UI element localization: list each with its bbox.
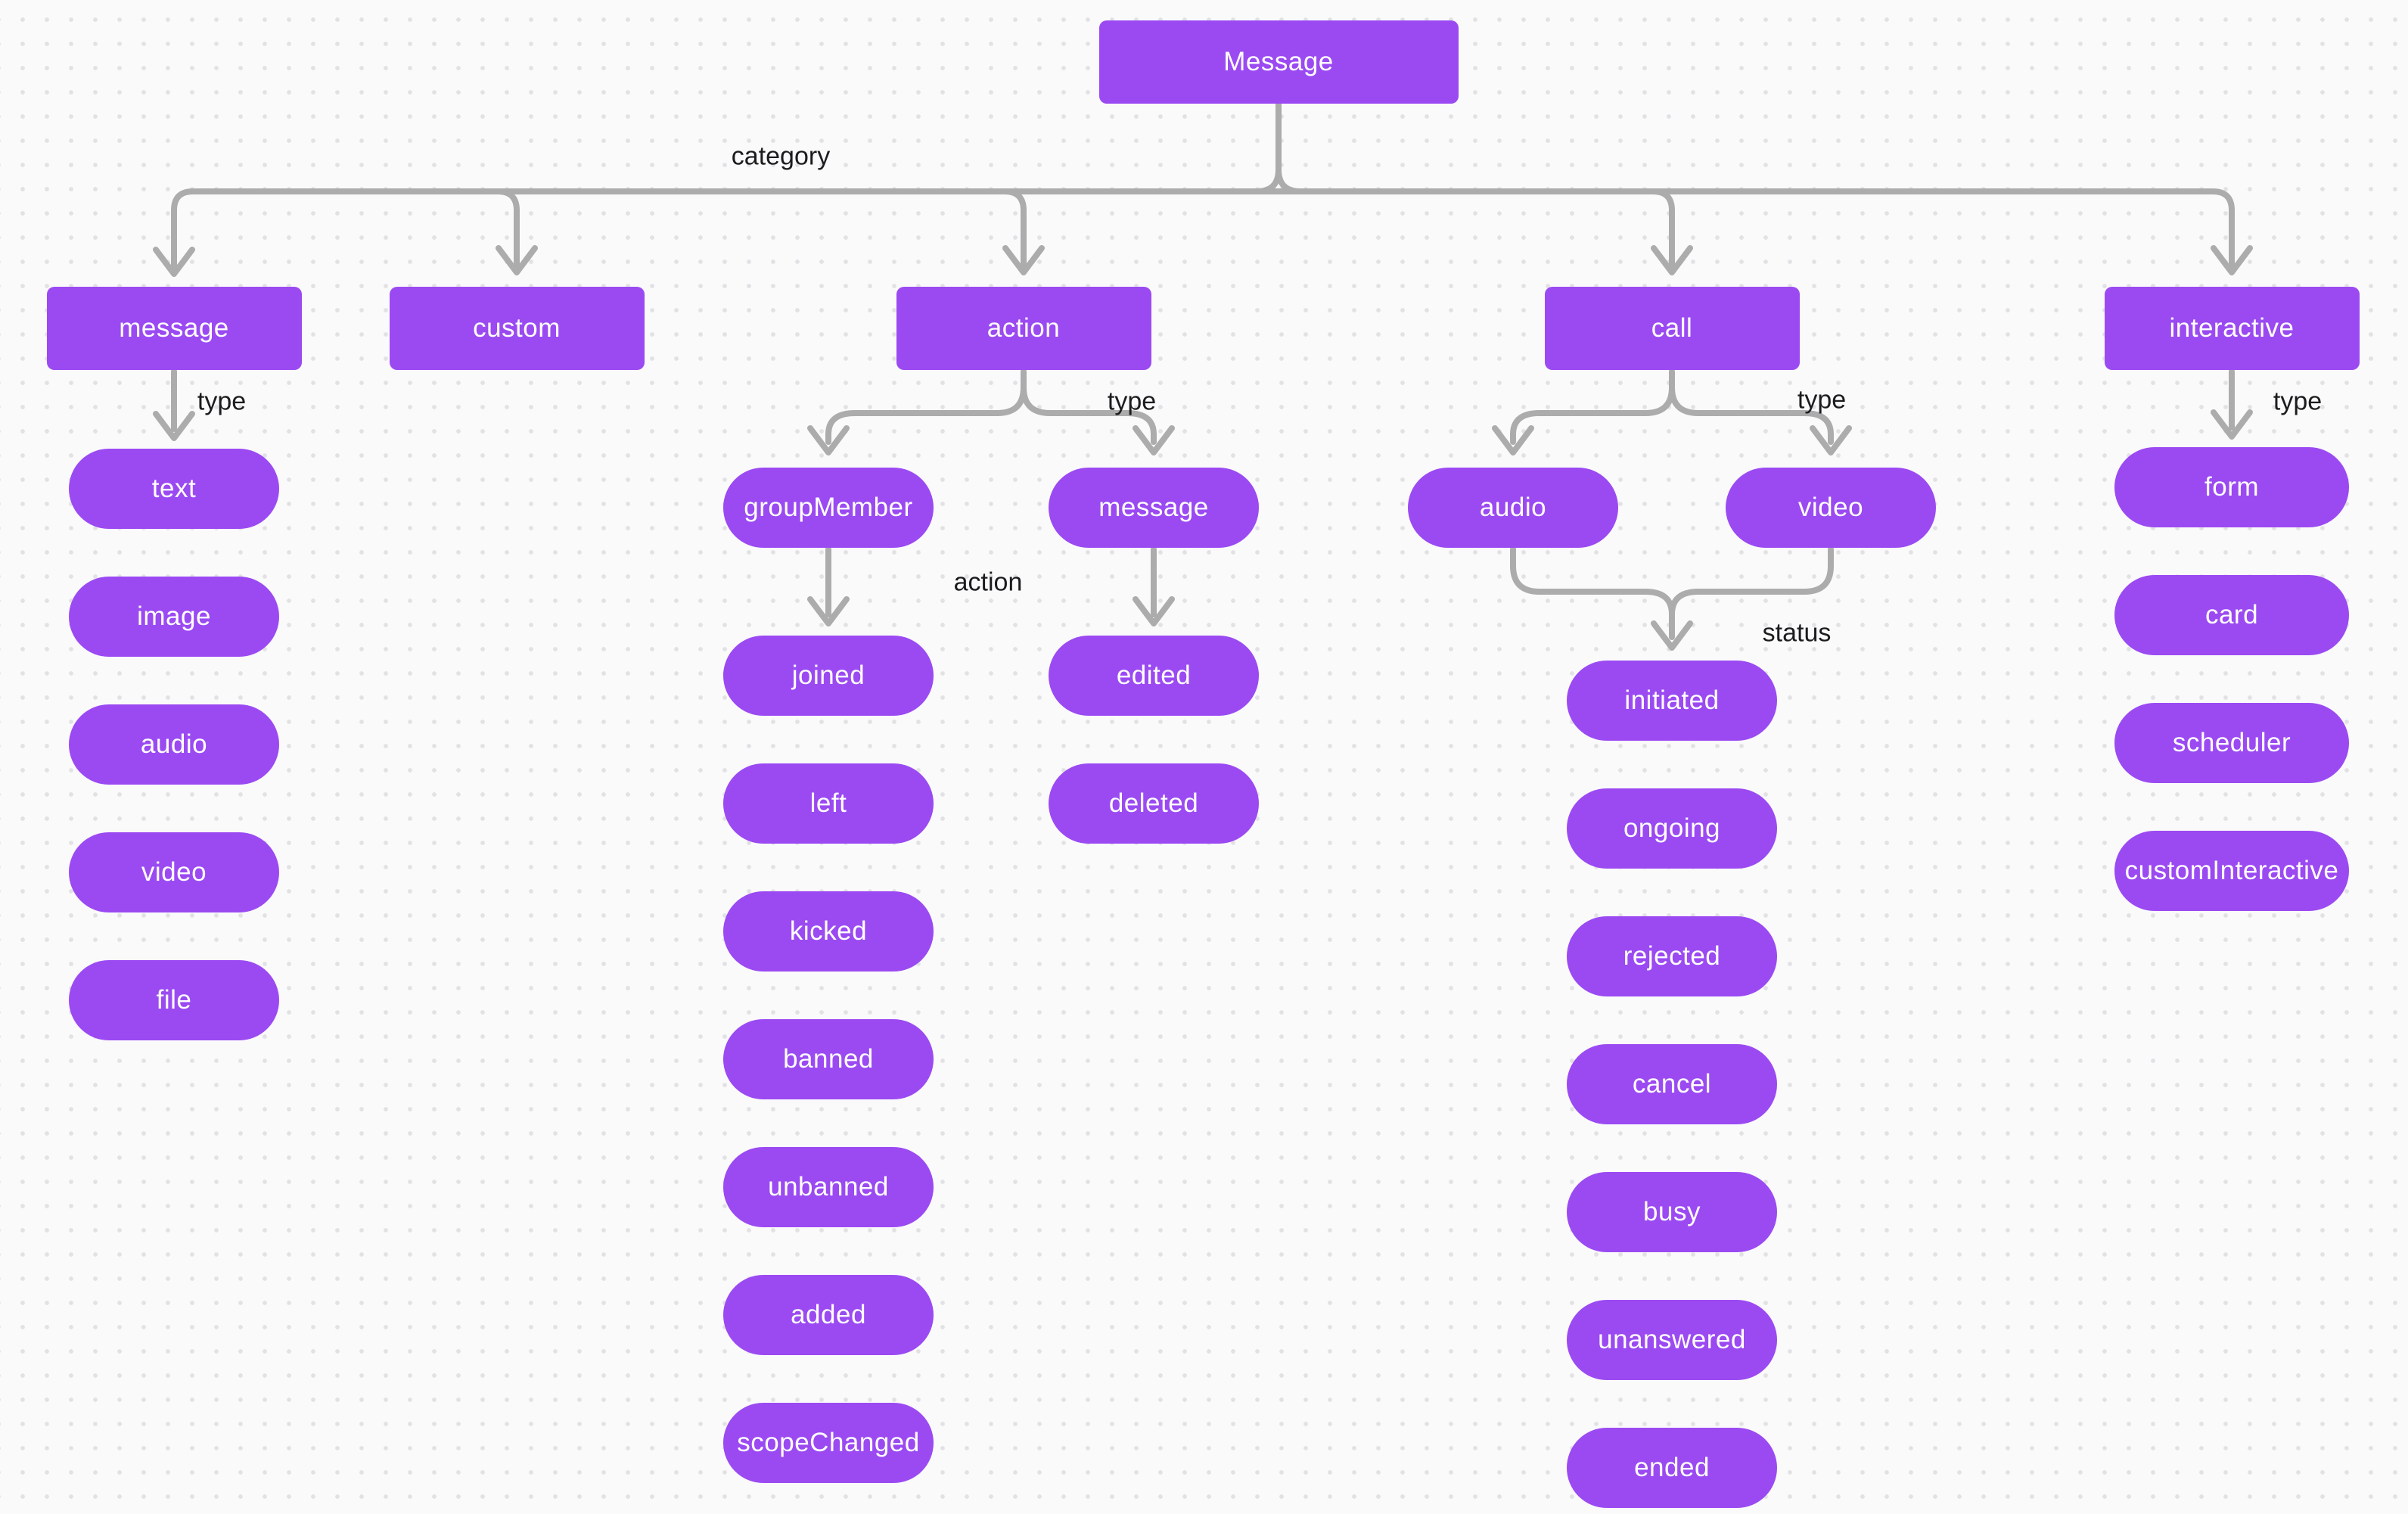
node-label-am-deleted: deleted xyxy=(1108,788,1199,818)
node-label-msg-image: image xyxy=(137,602,211,631)
node-label-cat-interactive: interactive xyxy=(2169,313,2295,343)
edge-label-action[interactable]: action xyxy=(953,567,1023,597)
node-act-message[interactable]: message xyxy=(1049,468,1259,548)
edge-action-split-right xyxy=(1021,384,1175,455)
node-label-st-ended: ended xyxy=(1634,1453,1710,1482)
edge-merge-to-initiated xyxy=(1651,611,1693,651)
node-am-edited[interactable]: edited xyxy=(1049,636,1259,716)
node-label-act-message: message xyxy=(1098,493,1209,522)
node-cat-message[interactable]: message xyxy=(46,287,302,370)
node-label-st-ongoing: ongoing xyxy=(1623,813,1721,843)
node-label-cat-call: call xyxy=(1651,313,1693,343)
node-label-msg-file: file xyxy=(156,985,192,1015)
node-int-card[interactable]: card xyxy=(2114,575,2349,655)
node-gm-added[interactable]: added xyxy=(723,1275,934,1355)
edge-label-type-action[interactable]: type xyxy=(1107,387,1157,416)
edge-call-split-left xyxy=(1492,368,1675,455)
node-gm-joined[interactable]: joined xyxy=(723,636,934,716)
node-label-cat-message: message xyxy=(119,313,229,343)
node-st-busy[interactable]: busy xyxy=(1567,1172,1777,1252)
edge-call-split-right xyxy=(1669,384,1852,455)
node-msg-text[interactable]: text xyxy=(69,449,279,529)
edge-merge-audio xyxy=(1510,546,1675,617)
edge-groupMember-to-joined xyxy=(807,546,850,626)
edge-merge-video xyxy=(1669,546,1834,617)
node-label-call-audio: audio xyxy=(1479,493,1547,522)
node-label-st-unanswered: unanswered xyxy=(1598,1325,1746,1354)
edge-message-to-text xyxy=(153,368,195,441)
node-int-form[interactable]: form xyxy=(2114,447,2349,527)
node-label-gm-added: added xyxy=(791,1300,866,1329)
edge-trunk-category xyxy=(153,188,2253,277)
node-message-root[interactable]: Message xyxy=(1098,20,1459,104)
edge-interactive-to-form xyxy=(2211,368,2253,440)
edge-message-to-edited xyxy=(1133,546,1175,626)
node-st-rejected[interactable]: rejected xyxy=(1567,916,1777,996)
node-label-st-busy: busy xyxy=(1643,1197,1701,1226)
node-label-gm-unbanned: unbanned xyxy=(768,1172,889,1202)
edge-action-split-left xyxy=(807,368,1027,455)
node-label-call-video: video xyxy=(1797,493,1864,522)
edge-label-status[interactable]: status xyxy=(1762,618,1832,648)
edge-label-type-interactive[interactable]: type xyxy=(2273,387,2323,416)
node-cat-custom[interactable]: custom xyxy=(389,287,645,370)
edge-root-stem xyxy=(1254,101,1303,194)
node-call-audio[interactable]: audio xyxy=(1408,468,1618,548)
node-label-gm-kicked: kicked xyxy=(789,916,868,946)
node-msg-file[interactable]: file xyxy=(69,960,279,1040)
node-label-gm-banned: banned xyxy=(783,1044,874,1074)
node-label-msg-video: video xyxy=(141,857,207,887)
node-am-deleted[interactable]: deleted xyxy=(1049,763,1259,844)
node-label-cat-custom: custom xyxy=(473,313,561,343)
node-label-am-edited: edited xyxy=(1116,661,1192,690)
node-label-int-scheduler: scheduler xyxy=(2172,728,2291,757)
node-int-customInteractive[interactable]: customInteractive xyxy=(2114,831,2349,911)
node-act-groupMember[interactable]: groupMember xyxy=(723,468,934,548)
node-int-scheduler[interactable]: scheduler xyxy=(2114,703,2349,783)
node-gm-kicked[interactable]: kicked xyxy=(723,891,934,972)
node-gm-scopeChanged[interactable]: scopeChanged xyxy=(723,1403,934,1483)
node-st-ongoing[interactable]: ongoing xyxy=(1567,788,1777,869)
node-cat-action[interactable]: action xyxy=(896,287,1151,370)
node-st-cancel[interactable]: cancel xyxy=(1567,1044,1777,1124)
edge-drop-call xyxy=(1650,188,1693,275)
node-call-video[interactable]: video xyxy=(1726,468,1936,548)
edge-label-type-call[interactable]: type xyxy=(1797,385,1847,415)
node-msg-audio[interactable]: audio xyxy=(69,704,279,785)
node-cat-interactive[interactable]: interactive xyxy=(2104,287,2360,370)
node-label-int-card: card xyxy=(2204,600,2259,630)
node-label-message-root: Message xyxy=(1223,47,1334,76)
node-label-msg-text: text xyxy=(151,474,197,503)
node-label-cat-action: action xyxy=(987,313,1061,343)
node-label-act-groupMember: groupMember xyxy=(744,493,913,522)
node-label-st-rejected: rejected xyxy=(1623,941,1721,971)
node-label-int-customInteractive: customInteractive xyxy=(2124,856,2339,885)
edge-label-type-message[interactable]: type xyxy=(197,387,247,416)
edge-label-category[interactable]: category xyxy=(731,141,831,171)
node-cat-call[interactable]: call xyxy=(1544,287,1800,370)
node-st-initiated[interactable]: initiated xyxy=(1567,661,1777,741)
node-st-ended[interactable]: ended xyxy=(1567,1428,1777,1508)
node-label-st-cancel: cancel xyxy=(1632,1069,1712,1099)
node-msg-image[interactable]: image xyxy=(69,577,279,657)
node-msg-video[interactable]: video xyxy=(69,832,279,912)
node-gm-unbanned[interactable]: unbanned xyxy=(723,1147,934,1227)
node-label-st-initiated: initiated xyxy=(1624,685,1720,715)
node-label-msg-audio: audio xyxy=(140,729,208,759)
edge-drop-custom xyxy=(495,188,538,275)
node-gm-banned[interactable]: banned xyxy=(723,1019,934,1099)
node-gm-left[interactable]: left xyxy=(723,763,934,844)
node-label-gm-joined: joined xyxy=(791,661,865,690)
edge-drop-action xyxy=(1002,188,1045,275)
node-label-int-form: form xyxy=(2204,472,2259,502)
node-st-unanswered[interactable]: unanswered xyxy=(1567,1300,1777,1380)
node-label-gm-scopeChanged: scopeChanged xyxy=(737,1428,920,1457)
node-label-gm-left: left xyxy=(809,788,847,818)
